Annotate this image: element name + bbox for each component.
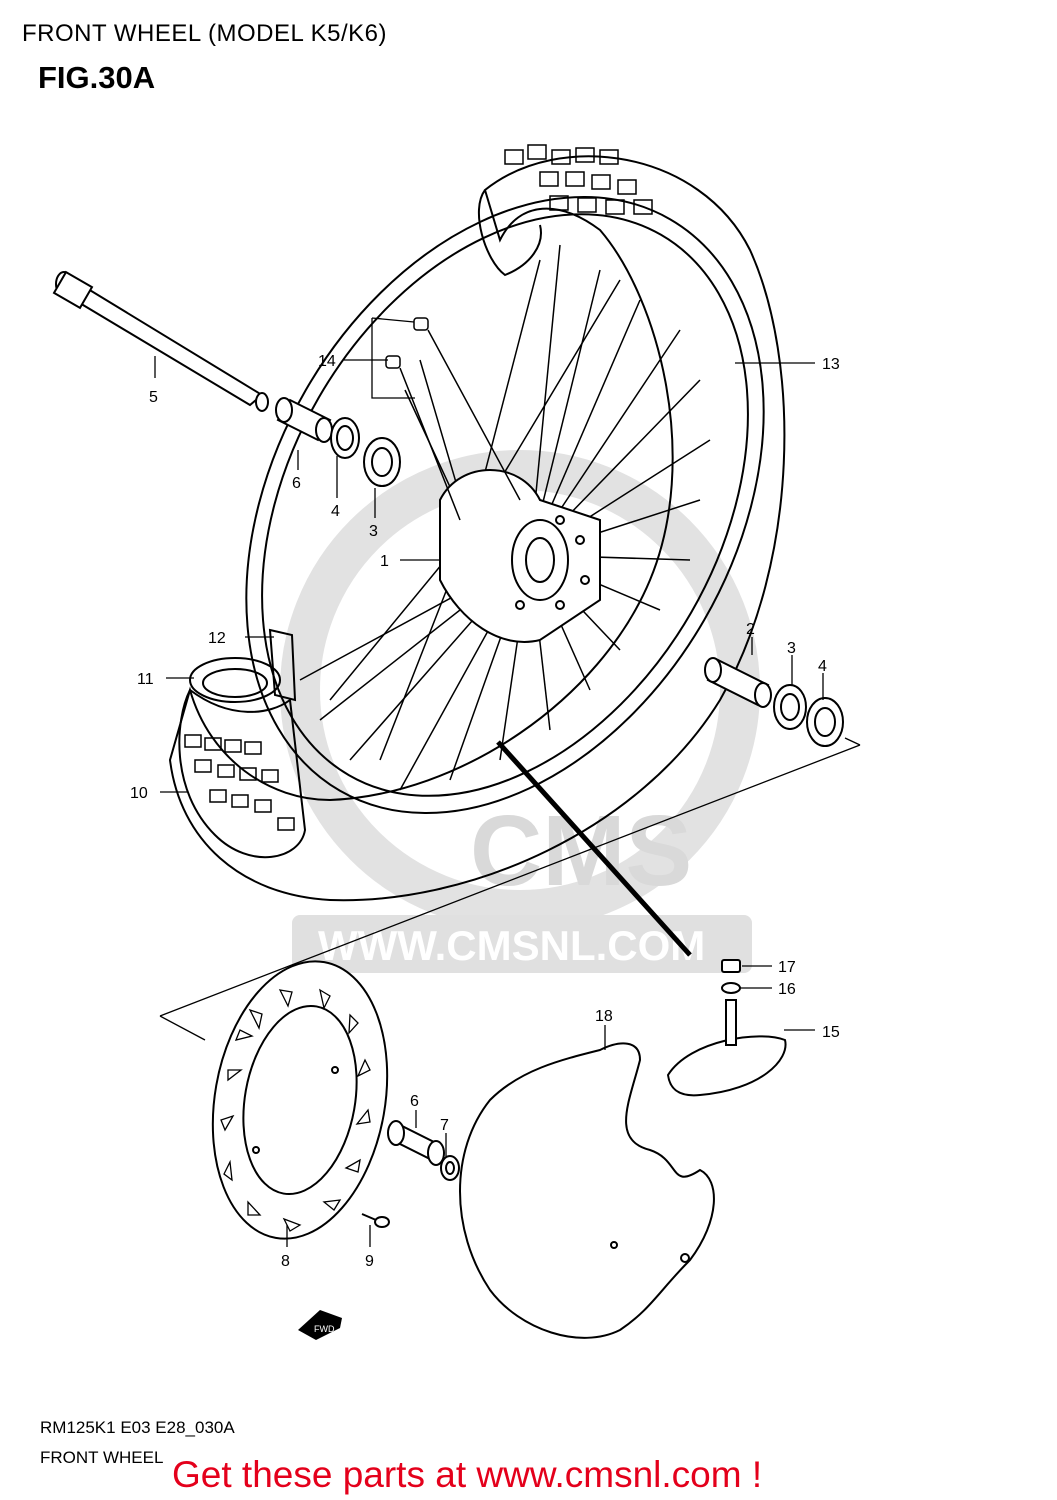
figure-number: FIG.30A [38,60,156,95]
tyre-cross-section [178,657,307,859]
spoke-nipples [385,317,521,521]
disc-bolt [361,1213,390,1228]
callout-3-left[interactable]: 3 [369,523,378,540]
tyre-knobs-top [504,144,653,215]
callout-17[interactable]: 17 [778,959,796,976]
callout-6-lower[interactable]: 6 [410,1093,419,1110]
callout-16[interactable]: 16 [778,981,796,998]
bearing-right [773,684,807,730]
callout-5[interactable]: 5 [149,389,158,406]
callout-6-upper[interactable]: 6 [292,475,301,492]
wheel-rim [245,195,765,815]
callout-3-right[interactable]: 3 [787,640,796,657]
callout-13[interactable]: 13 [822,356,840,373]
forward-arrow-icon: FWD [298,1310,342,1340]
callout-numbers: 1 2 3 3 4 4 5 6 6 7 8 9 10 11 12 13 14 1… [130,353,840,1270]
brake-disc [211,960,389,1240]
leader-lines [154,317,824,1247]
callout-12[interactable]: 12 [208,630,226,647]
wheel-hub [439,469,601,643]
watermark-logo: CMS [470,795,692,907]
callout-2[interactable]: 2 [746,621,755,638]
explosion-guide-lines [159,737,861,1041]
watermark-url: WWW.CMSNL.COM [318,922,705,969]
callout-9[interactable]: 9 [365,1253,374,1270]
callout-10[interactable]: 10 [130,785,148,802]
callout-4-left[interactable]: 4 [331,503,340,520]
cta-link[interactable]: Get these parts at www.cmsnl.com ! [172,1454,763,1495]
oil-seal-left [330,417,360,459]
callout-8[interactable]: 8 [281,1253,290,1270]
callout-14[interactable]: 14 [318,353,336,370]
diagram-name: FRONT WHEEL [40,1448,164,1467]
disc-nut [440,1155,460,1181]
spacer-left [275,397,333,443]
page-header-title: FRONT WHEEL (MODEL K5/K6) [22,20,387,47]
callout-1[interactable]: 1 [380,553,389,570]
callout-15[interactable]: 15 [822,1024,840,1041]
disc-cover [459,1042,715,1339]
spacer-lower [387,1120,445,1166]
callout-18[interactable]: 18 [595,1008,613,1025]
valve-washer [721,982,741,994]
forward-label: FWD [314,1324,335,1334]
spacer-right [704,657,772,708]
callout-7[interactable]: 7 [440,1117,449,1134]
bearing-left [363,437,401,487]
diagram-code: RM125K1 E03 E28_030A [40,1418,235,1437]
oil-seal-right [806,697,844,747]
callout-4-right[interactable]: 4 [818,658,827,675]
inner-tube [666,999,787,1097]
valve-nut [721,959,741,973]
front-axle [52,270,269,412]
front-tyre [168,144,786,902]
callout-11[interactable]: 11 [137,671,154,688]
